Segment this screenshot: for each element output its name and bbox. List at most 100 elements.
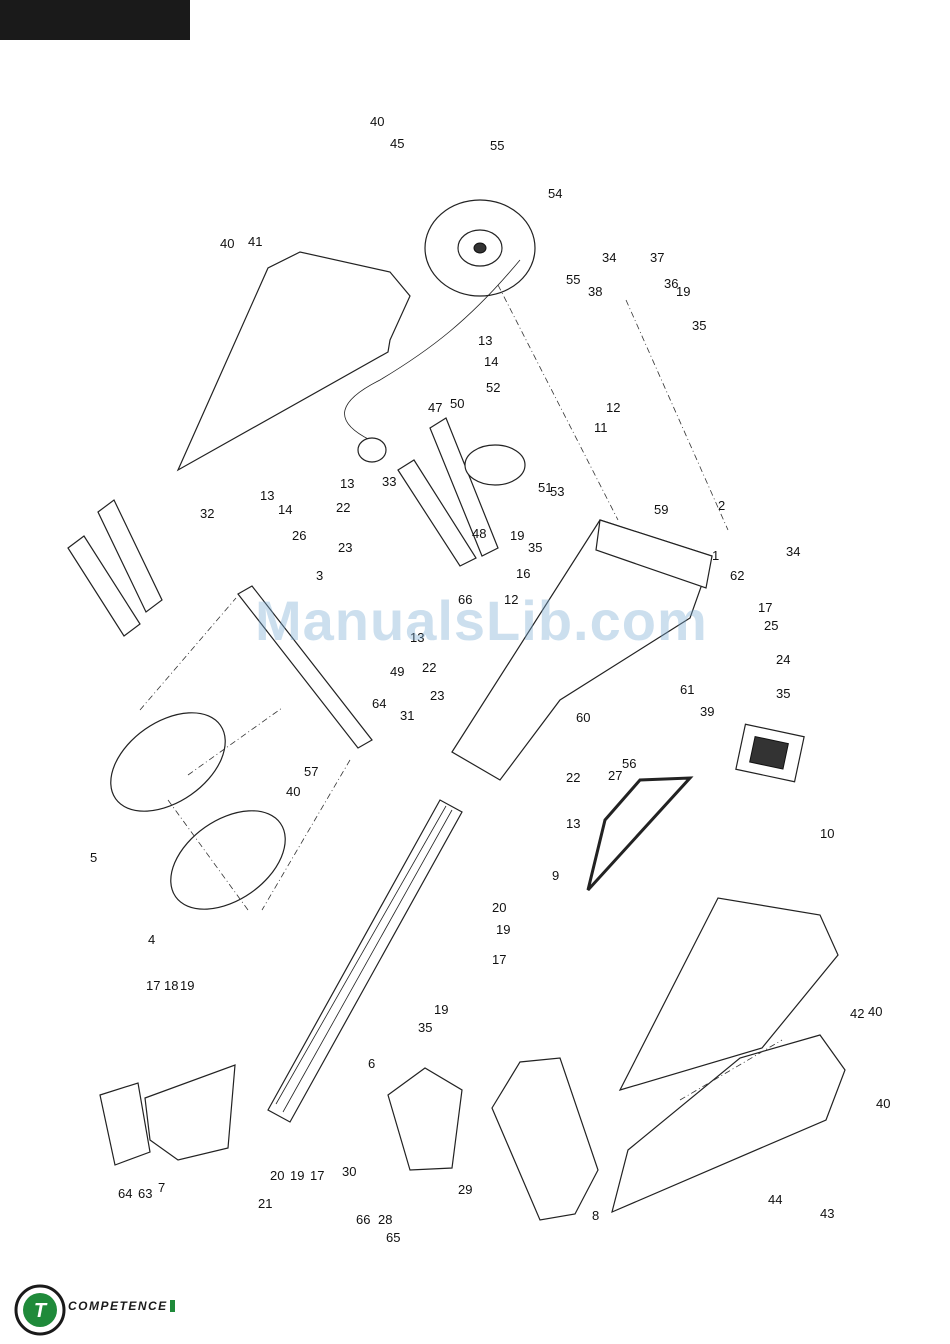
part-label: 48 — [472, 526, 486, 541]
part-label: 35 — [528, 540, 542, 555]
rollers — [398, 418, 525, 566]
part-label: 44 — [768, 1192, 782, 1207]
part-label: 5 — [90, 850, 97, 865]
part-label: 7 — [158, 1180, 165, 1195]
part-label: 29 — [458, 1182, 472, 1197]
seat — [492, 1058, 598, 1220]
part-label: 26 — [292, 528, 306, 543]
part-label: 12 — [606, 400, 620, 415]
part-label: 23 — [430, 688, 444, 703]
part-label: 39 — [700, 704, 714, 719]
part-label: 17 — [758, 600, 772, 615]
part-label: 55 — [566, 272, 580, 287]
part-label: 25 — [764, 618, 778, 633]
part-label: 14 — [484, 354, 498, 369]
part-label: 63 — [138, 1186, 152, 1201]
drive-belt — [588, 778, 690, 890]
part-label: 37 — [650, 250, 664, 265]
part-label: 19 — [180, 978, 194, 993]
straps — [68, 500, 162, 636]
part-label: 35 — [776, 686, 790, 701]
part-label: 22 — [336, 500, 350, 515]
logo-letter: T — [34, 1300, 48, 1322]
part-label: 28 — [378, 1212, 392, 1227]
part-label: 20 — [270, 1168, 284, 1183]
part-label: 13 — [260, 488, 274, 503]
part-label: 42 — [850, 1006, 864, 1021]
part-label: 38 — [588, 284, 602, 299]
part-label: 32 — [200, 506, 214, 521]
part-label: 52 — [486, 380, 500, 395]
part-label: 40 — [220, 236, 234, 251]
part-label: 2 — [718, 498, 725, 513]
part-label: 57 — [304, 764, 318, 779]
part-label: 64 — [372, 696, 386, 711]
part-label: 56 — [622, 756, 636, 771]
part-label: 36 — [664, 276, 678, 291]
part-label: 13 — [566, 816, 580, 831]
part-label: 6 — [368, 1056, 375, 1071]
part-label: 40 — [370, 114, 384, 129]
part-label: 35 — [418, 1020, 432, 1035]
part-label: 17 — [310, 1168, 324, 1183]
part-label: 4 — [148, 932, 155, 947]
part-label: 14 — [278, 502, 292, 517]
brand-name: COMPETENCE — [68, 1299, 168, 1313]
part-label: 19 — [510, 528, 524, 543]
part-label: 13 — [478, 333, 492, 348]
part-label: 66 — [356, 1212, 370, 1227]
part-label: 23 — [338, 540, 352, 555]
front-stabilizer — [100, 1065, 235, 1165]
part-label: 20 — [492, 900, 506, 915]
part-label: 59 — [654, 502, 668, 517]
part-label: 43 — [820, 1206, 834, 1221]
part-label: 34 — [786, 544, 800, 559]
part-label: 1 — [712, 548, 719, 563]
part-label: 19 — [290, 1168, 304, 1183]
part-label: 60 — [576, 710, 590, 725]
part-label: 17 — [146, 978, 160, 993]
part-label: 21 — [258, 1196, 272, 1211]
part-label: 10 — [820, 826, 834, 841]
part-label: 64 — [118, 1186, 132, 1201]
part-label: 62 — [730, 568, 744, 583]
foot-plates — [93, 693, 304, 930]
part-label: 50 — [450, 396, 464, 411]
part-label: 24 — [776, 652, 790, 667]
part-label: 8 — [592, 1208, 599, 1223]
seat-carriage — [388, 1068, 462, 1170]
brand-mark — [170, 1300, 175, 1312]
part-label: 41 — [248, 234, 262, 249]
part-label: 45 — [390, 136, 404, 151]
flywheel — [425, 200, 535, 296]
part-label: 30 — [342, 1164, 356, 1179]
part-label: 3 — [316, 568, 323, 583]
part-label: 34 — [602, 250, 616, 265]
part-label: 49 — [390, 664, 404, 679]
brand-logo-icon: T — [14, 1284, 66, 1336]
part-label: 9 — [552, 868, 559, 883]
part-label: 47 — [428, 400, 442, 415]
part-label: 19 — [496, 922, 510, 937]
part-label: 13 — [340, 476, 354, 491]
part-label: 19 — [434, 1002, 448, 1017]
part-label: 53 — [550, 484, 564, 499]
watermark: ManualsLib.com — [255, 588, 708, 653]
part-label: 35 — [692, 318, 706, 333]
part-label: 31 — [400, 708, 414, 723]
right-covers — [612, 898, 845, 1212]
part-label: 27 — [608, 768, 622, 783]
console — [736, 724, 804, 781]
part-label: 40 — [286, 784, 300, 799]
part-label: 16 — [516, 566, 530, 581]
part-label: 40 — [876, 1096, 890, 1111]
part-label: 11 — [594, 420, 608, 435]
part-label: 33 — [382, 474, 396, 489]
part-label: 55 — [490, 138, 504, 153]
part-label: 22 — [566, 770, 580, 785]
part-label: 65 — [386, 1230, 400, 1245]
part-label: 17 — [492, 952, 506, 967]
part-label: 18 — [164, 978, 178, 993]
part-label: 61 — [680, 682, 694, 697]
